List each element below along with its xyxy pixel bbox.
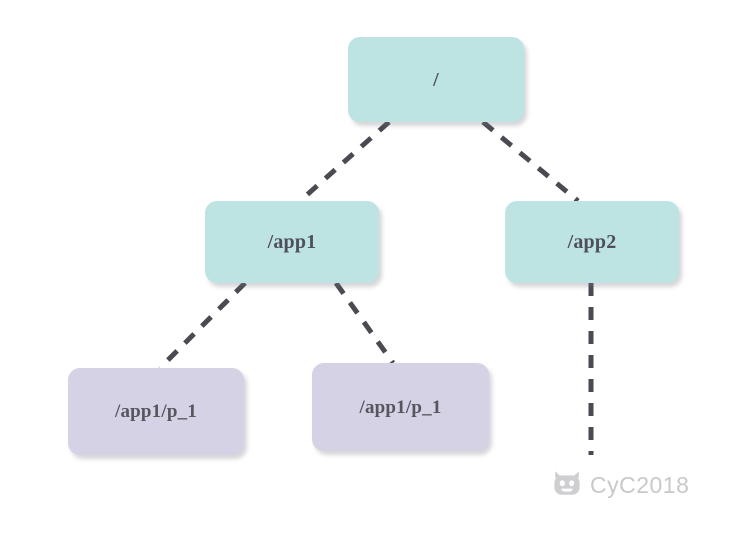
watermark: CyC2018	[552, 470, 689, 501]
node-root-label: /	[433, 68, 439, 91]
node-app1-label: /app1	[267, 231, 317, 253]
edge-root-to-app2	[481, 120, 580, 203]
node-app1-p-1-right-label: /app1/p_1	[359, 396, 442, 418]
node-app1[interactable]: /app1	[205, 201, 379, 283]
octocat-icon	[552, 470, 582, 501]
node-app1-p-1-right[interactable]: /app1/p_1	[312, 363, 489, 451]
node-app2-label: /app2	[567, 231, 617, 253]
node-app2[interactable]: /app2	[505, 201, 679, 283]
node-app1-p-1-left[interactable]: /app1/p_1	[68, 368, 244, 455]
node-root[interactable]: /	[348, 37, 524, 122]
edge-group	[158, 120, 594, 455]
node-app1-p-1-left-label: /app1/p_1	[114, 401, 198, 422]
edge-app1-to-p1b	[333, 281, 396, 365]
edge-app1-to-p1a	[158, 281, 247, 370]
watermark-text: CyC2018	[590, 472, 690, 498]
edge-root-to-app1	[298, 120, 391, 203]
